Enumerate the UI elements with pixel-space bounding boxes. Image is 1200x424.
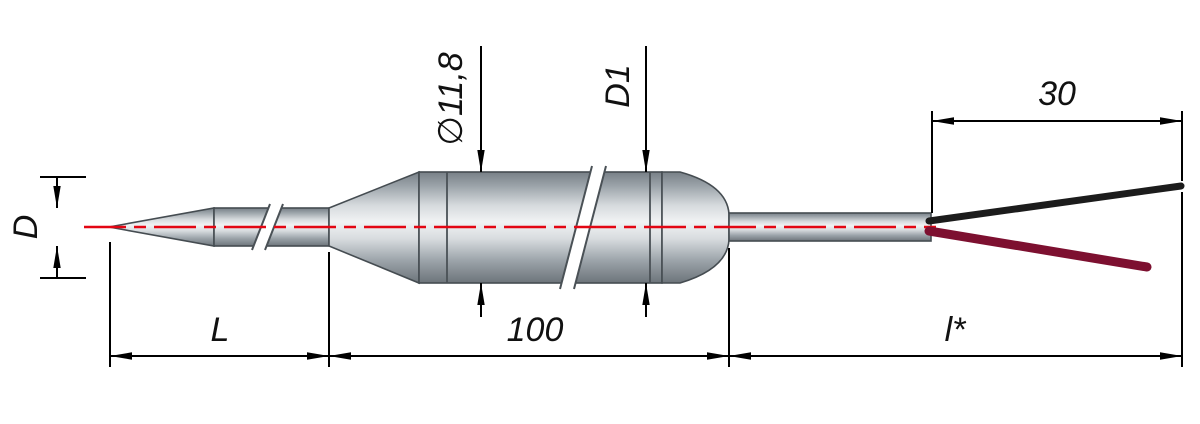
black-wire (925, 182, 1185, 225)
dimension-length-chain: L 100 l* (109, 192, 1183, 367)
dimension-body-diameter: ∅11,8 (432, 46, 485, 317)
label-tip-section-length: L (211, 311, 230, 349)
dimension-body-end-diameter: D1 (599, 46, 650, 317)
label-tip-diameter: D (7, 215, 45, 240)
dimension-wire-split: 30 (931, 75, 1183, 213)
label-cable-length: l* (945, 311, 968, 349)
red-wire (924, 226, 1152, 272)
label-body-section-length: 100 (507, 311, 564, 349)
label-body-diameter: ∅11,8 (432, 52, 470, 145)
label-body-end-diameter: D1 (599, 64, 637, 107)
probe-right-shaft (728, 212, 932, 242)
label-wire-split: 30 (1038, 75, 1076, 113)
dimension-tip-diameter: D (7, 176, 86, 279)
